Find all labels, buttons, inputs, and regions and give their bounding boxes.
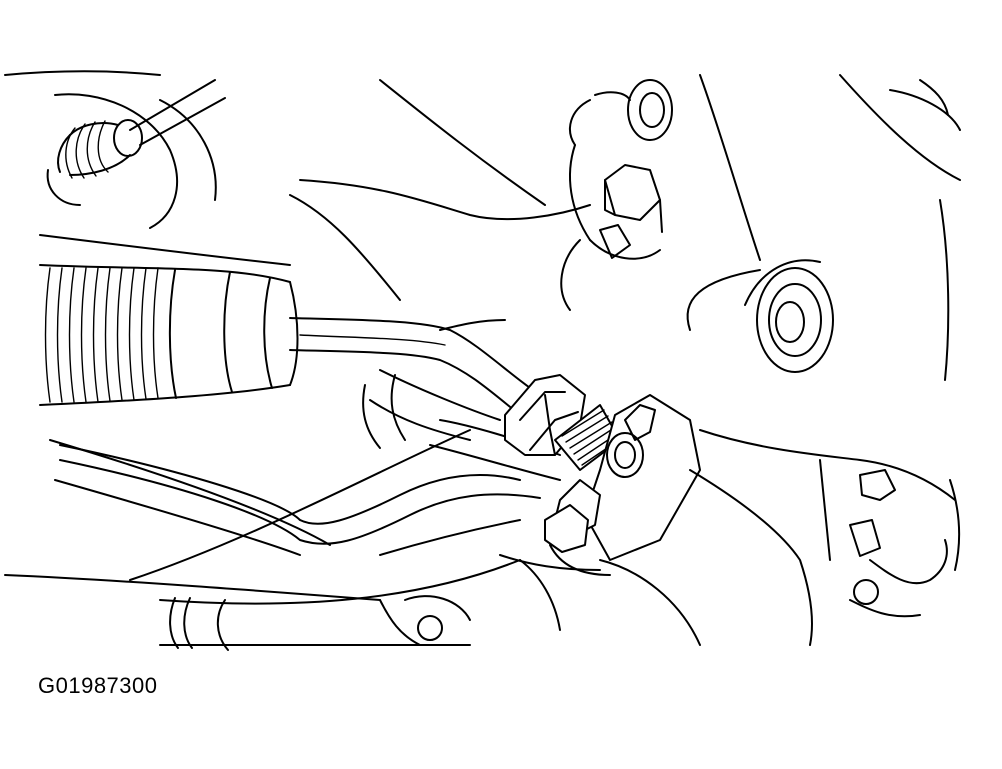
cv-boot-top-left <box>46 79 226 229</box>
gear-housing-right <box>599 74 961 646</box>
rack-tube-lower <box>159 554 601 651</box>
pressure-lines <box>59 317 561 545</box>
valve-block <box>544 394 701 576</box>
steering-rack-boot <box>39 264 299 406</box>
line-fitting-nut <box>504 374 621 471</box>
mounting-bolt-top <box>560 79 673 311</box>
figure-id-code: G01987300 <box>38 673 158 698</box>
